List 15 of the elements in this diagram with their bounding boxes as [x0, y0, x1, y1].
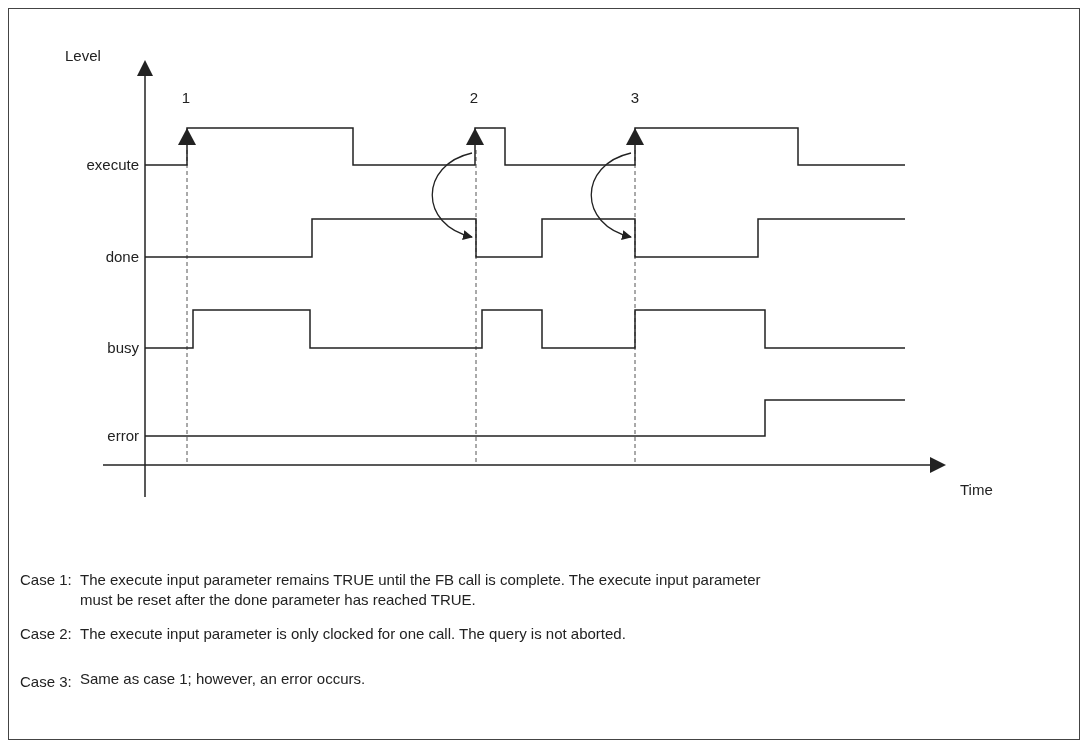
signal-name: execute	[86, 155, 139, 175]
case-description: Same as case 1; however, an error occurs.	[80, 669, 367, 689]
axis-label: Time	[960, 480, 993, 500]
case-description: The execute input parameter remains TRUE until the FB call is complete. The execute input parameter must be reset after the done parameter has reached TRUE.	[80, 570, 762, 610]
case-description: The execute input parameter is only clocked for one call. The query is not aborted.	[80, 624, 627, 644]
case-label: Case 2:	[20, 624, 72, 644]
axis-label: Level	[65, 46, 101, 66]
case-label: Case 1:	[20, 570, 72, 590]
event-number: 3	[630, 88, 640, 108]
event-number: 1	[181, 88, 191, 108]
signal-name: error	[107, 426, 139, 446]
signal-name: done	[105, 247, 139, 267]
signal-name: busy	[107, 338, 139, 358]
event-number: 2	[469, 88, 479, 108]
case-label: Case 3:	[20, 672, 72, 692]
